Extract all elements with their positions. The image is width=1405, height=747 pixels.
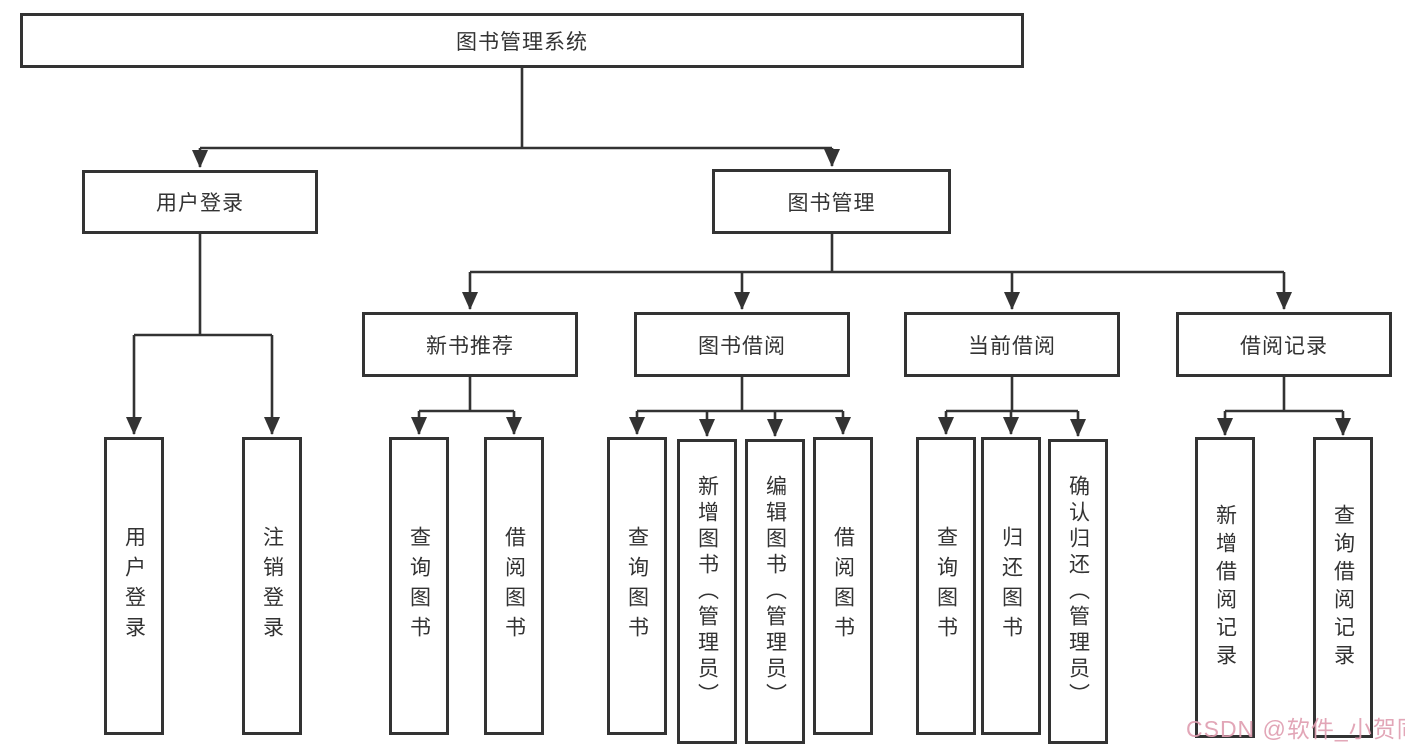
node-borrow-record-label: 借阅记录 [1240,334,1328,358]
leaf-add-book-admin-label: 新增图书（管理员） [695,474,719,709]
edge-new-book-trunk [419,377,514,413]
node-root: 图书管理系统 [20,13,1024,68]
node-book-borrow: 图书借阅 [634,312,850,377]
edge-borrow-record-trunk [1225,377,1343,413]
leaf-borrow-book-recommend: 借阅图书 [484,437,544,735]
node-user-login: 用户登录 [82,170,318,234]
leaf-query-book-borrow-label: 查询图书 [625,526,649,646]
leaf-add-borrow-record: 新增借阅记录 [1195,437,1255,738]
leaf-query-book-borrow: 查询图书 [607,437,667,735]
node-user-login-label: 用户登录 [156,192,244,215]
leaf-query-book-current-label: 查询图书 [934,526,958,646]
leaf-query-borrow-record-label: 查询借阅记录 [1331,503,1355,672]
node-book-management-label: 图书管理 [787,191,876,215]
node-book-management: 图书管理 [712,169,951,234]
leaf-add-borrow-record-label: 新增借阅记录 [1213,503,1237,672]
leaf-query-book-recommend: 查询图书 [389,437,449,735]
node-new-book-recommend: 新书推荐 [362,312,578,377]
leaf-edit-book-admin-label: 编辑图书（管理员） [763,474,787,709]
node-book-borrow-label: 图书借阅 [698,334,786,358]
leaf-borrow-book-borrow-label: 借阅图书 [831,526,855,646]
leaf-return-book: 归还图书 [981,437,1041,735]
leaf-query-borrow-record: 查询借阅记录 [1313,437,1373,738]
node-new-book-recommend-label: 新书推荐 [426,334,514,358]
leaf-logout-label: 注销登录 [260,526,284,646]
edge-book-management-trunk [470,234,1284,274]
node-borrow-record: 借阅记录 [1176,312,1392,377]
node-current-borrow: 当前借阅 [904,312,1120,377]
leaf-edit-book-admin: 编辑图书（管理员） [745,439,805,744]
leaf-logout: 注销登录 [242,437,302,735]
edge-root-trunk [200,68,832,150]
leaf-user-login: 用户登录 [104,437,164,735]
node-root-label: 图书管理系统 [456,30,588,54]
edge-user-login-trunk [134,234,272,337]
edge-book-borrow-trunk [637,377,843,413]
leaf-borrow-book-recommend-label: 借阅图书 [502,526,526,646]
leaf-confirm-return-admin-label: 确认归还（管理员） [1066,474,1090,709]
leaf-query-book-current: 查询图书 [916,437,976,735]
leaf-confirm-return-admin: 确认归还（管理员） [1048,439,1108,744]
leaf-borrow-book-borrow: 借阅图书 [813,437,873,735]
leaf-add-book-admin: 新增图书（管理员） [677,439,737,744]
edge-current-borrow-trunk [946,377,1078,413]
leaf-query-book-recommend-label: 查询图书 [407,526,431,646]
leaf-user-login-label: 用户登录 [122,526,146,646]
node-current-borrow-label: 当前借阅 [968,334,1056,358]
leaf-return-book-label: 归还图书 [999,526,1023,646]
